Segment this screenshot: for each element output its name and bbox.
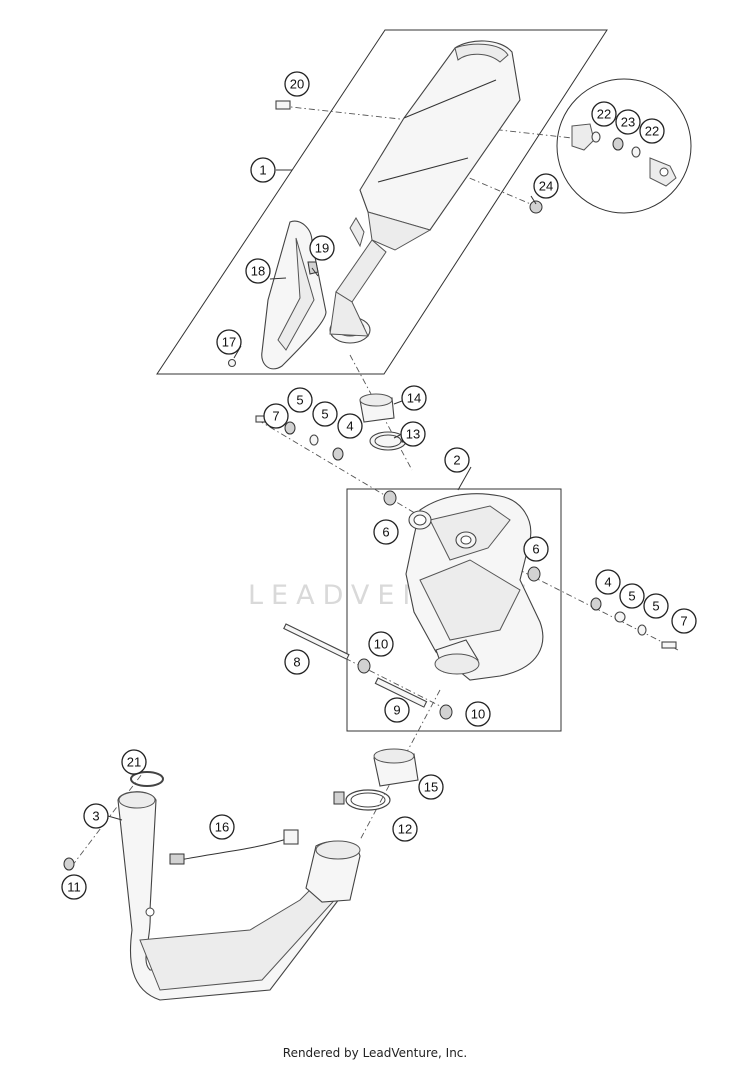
gasket-21	[130, 771, 164, 787]
callout-7-right[interactable]: 7	[671, 608, 697, 634]
screw-17	[227, 358, 237, 368]
callout-6-right[interactable]: 6	[523, 536, 549, 562]
svg-text:8: 8	[293, 655, 300, 670]
svg-text:11: 11	[67, 880, 81, 895]
callout-24[interactable]: 24	[533, 173, 559, 199]
svg-text:7: 7	[680, 614, 687, 629]
callout-1[interactable]: 1	[250, 157, 276, 183]
callout-5-right-b[interactable]: 5	[643, 593, 669, 619]
svg-text:20: 20	[290, 77, 304, 92]
callout-8[interactable]: 8	[284, 649, 310, 675]
svg-text:6: 6	[532, 542, 539, 557]
bushing-10b	[439, 704, 453, 720]
fasteners-right	[527, 566, 677, 649]
callout-10-bottom[interactable]: 10	[465, 701, 491, 727]
header-pipe	[117, 791, 361, 1001]
callout-19[interactable]: 19	[309, 235, 335, 261]
callout-10-top[interactable]: 10	[368, 631, 394, 657]
sleeve-14	[359, 393, 395, 423]
svg-text:5: 5	[628, 589, 635, 604]
svg-text:5: 5	[321, 407, 328, 422]
svg-text:12: 12	[398, 822, 412, 837]
axis-fasteners-left	[257, 419, 441, 529]
svg-text:2: 2	[453, 453, 460, 468]
callout-4-right[interactable]: 4	[595, 569, 621, 595]
callout-21[interactable]: 21	[121, 749, 147, 775]
callout-18[interactable]: 18	[245, 258, 271, 284]
svg-text:13: 13	[406, 427, 420, 442]
svg-text:7: 7	[272, 409, 279, 424]
clip-nut-19	[307, 261, 319, 275]
spacer-9	[374, 677, 428, 708]
callout-4-left[interactable]: 4	[337, 413, 363, 439]
callout-5-right-a[interactable]: 5	[619, 583, 645, 609]
bushing-10a	[357, 658, 371, 674]
nut-24	[529, 200, 543, 214]
svg-text:10: 10	[374, 637, 388, 652]
svg-text:14: 14	[407, 391, 421, 406]
heat-shield	[261, 220, 327, 370]
svg-text:18: 18	[251, 264, 265, 279]
callout-20[interactable]: 20	[284, 71, 310, 97]
callout-5-left-a[interactable]: 5	[287, 387, 313, 413]
sleeve-15	[373, 748, 419, 787]
svg-text:10: 10	[471, 707, 485, 722]
svg-text:21: 21	[127, 755, 141, 770]
bolt-20	[275, 100, 291, 110]
callout-23[interactable]: 23	[615, 109, 641, 135]
svg-text:1: 1	[259, 163, 266, 178]
svg-text:16: 16	[215, 820, 229, 835]
callout-6-left[interactable]: 6	[373, 519, 399, 545]
svg-text:3: 3	[92, 809, 99, 824]
callout-22-right[interactable]: 22	[639, 118, 665, 144]
fasteners-left	[255, 415, 397, 506]
svg-text:5: 5	[296, 393, 303, 408]
callout-5-left-b[interactable]: 5	[312, 401, 338, 427]
stud-8	[283, 623, 350, 660]
callout-13[interactable]: 13	[400, 421, 426, 447]
svg-text:4: 4	[604, 575, 611, 590]
callout-22-left[interactable]: 22	[591, 101, 617, 127]
callout-15[interactable]: 15	[418, 774, 444, 800]
callout-14[interactable]: 14	[401, 385, 427, 411]
muffler-group-frame	[156, 29, 608, 375]
svg-text:6: 6	[382, 525, 389, 540]
callout-7-left[interactable]: 7	[263, 403, 289, 429]
bolt-axis-20	[281, 105, 573, 139]
svg-text:17: 17	[222, 335, 236, 350]
bracket-detail	[571, 123, 677, 187]
svg-text:4: 4	[346, 419, 353, 434]
callout-16[interactable]: 16	[209, 814, 235, 840]
svg-text:22: 22	[645, 124, 659, 139]
clamp-12	[333, 789, 391, 811]
svg-text:9: 9	[393, 703, 400, 718]
exhaust-body	[405, 493, 544, 681]
callout-17[interactable]: 17	[216, 329, 242, 355]
callout-2[interactable]: 2	[444, 447, 470, 473]
muffler	[329, 40, 521, 344]
svg-text:23: 23	[621, 115, 635, 130]
footer-credit: Rendered by LeadVenture, Inc.	[282, 1046, 468, 1060]
svg-text:22: 22	[597, 107, 611, 122]
callout-3[interactable]: 3	[83, 803, 109, 829]
axis-center-top	[349, 354, 413, 471]
svg-text:19: 19	[315, 241, 329, 256]
callout-12[interactable]: 12	[392, 816, 418, 842]
svg-text:15: 15	[424, 780, 438, 795]
svg-text:5: 5	[652, 599, 659, 614]
manifold-group-frame	[346, 488, 562, 732]
svg-text:24: 24	[539, 179, 553, 194]
mount-axis-muffler	[419, 156, 541, 209]
nut-11	[63, 857, 75, 871]
callout-9[interactable]: 9	[384, 697, 410, 723]
callout-11[interactable]: 11	[61, 874, 87, 900]
oxygen-sensor	[169, 829, 299, 865]
